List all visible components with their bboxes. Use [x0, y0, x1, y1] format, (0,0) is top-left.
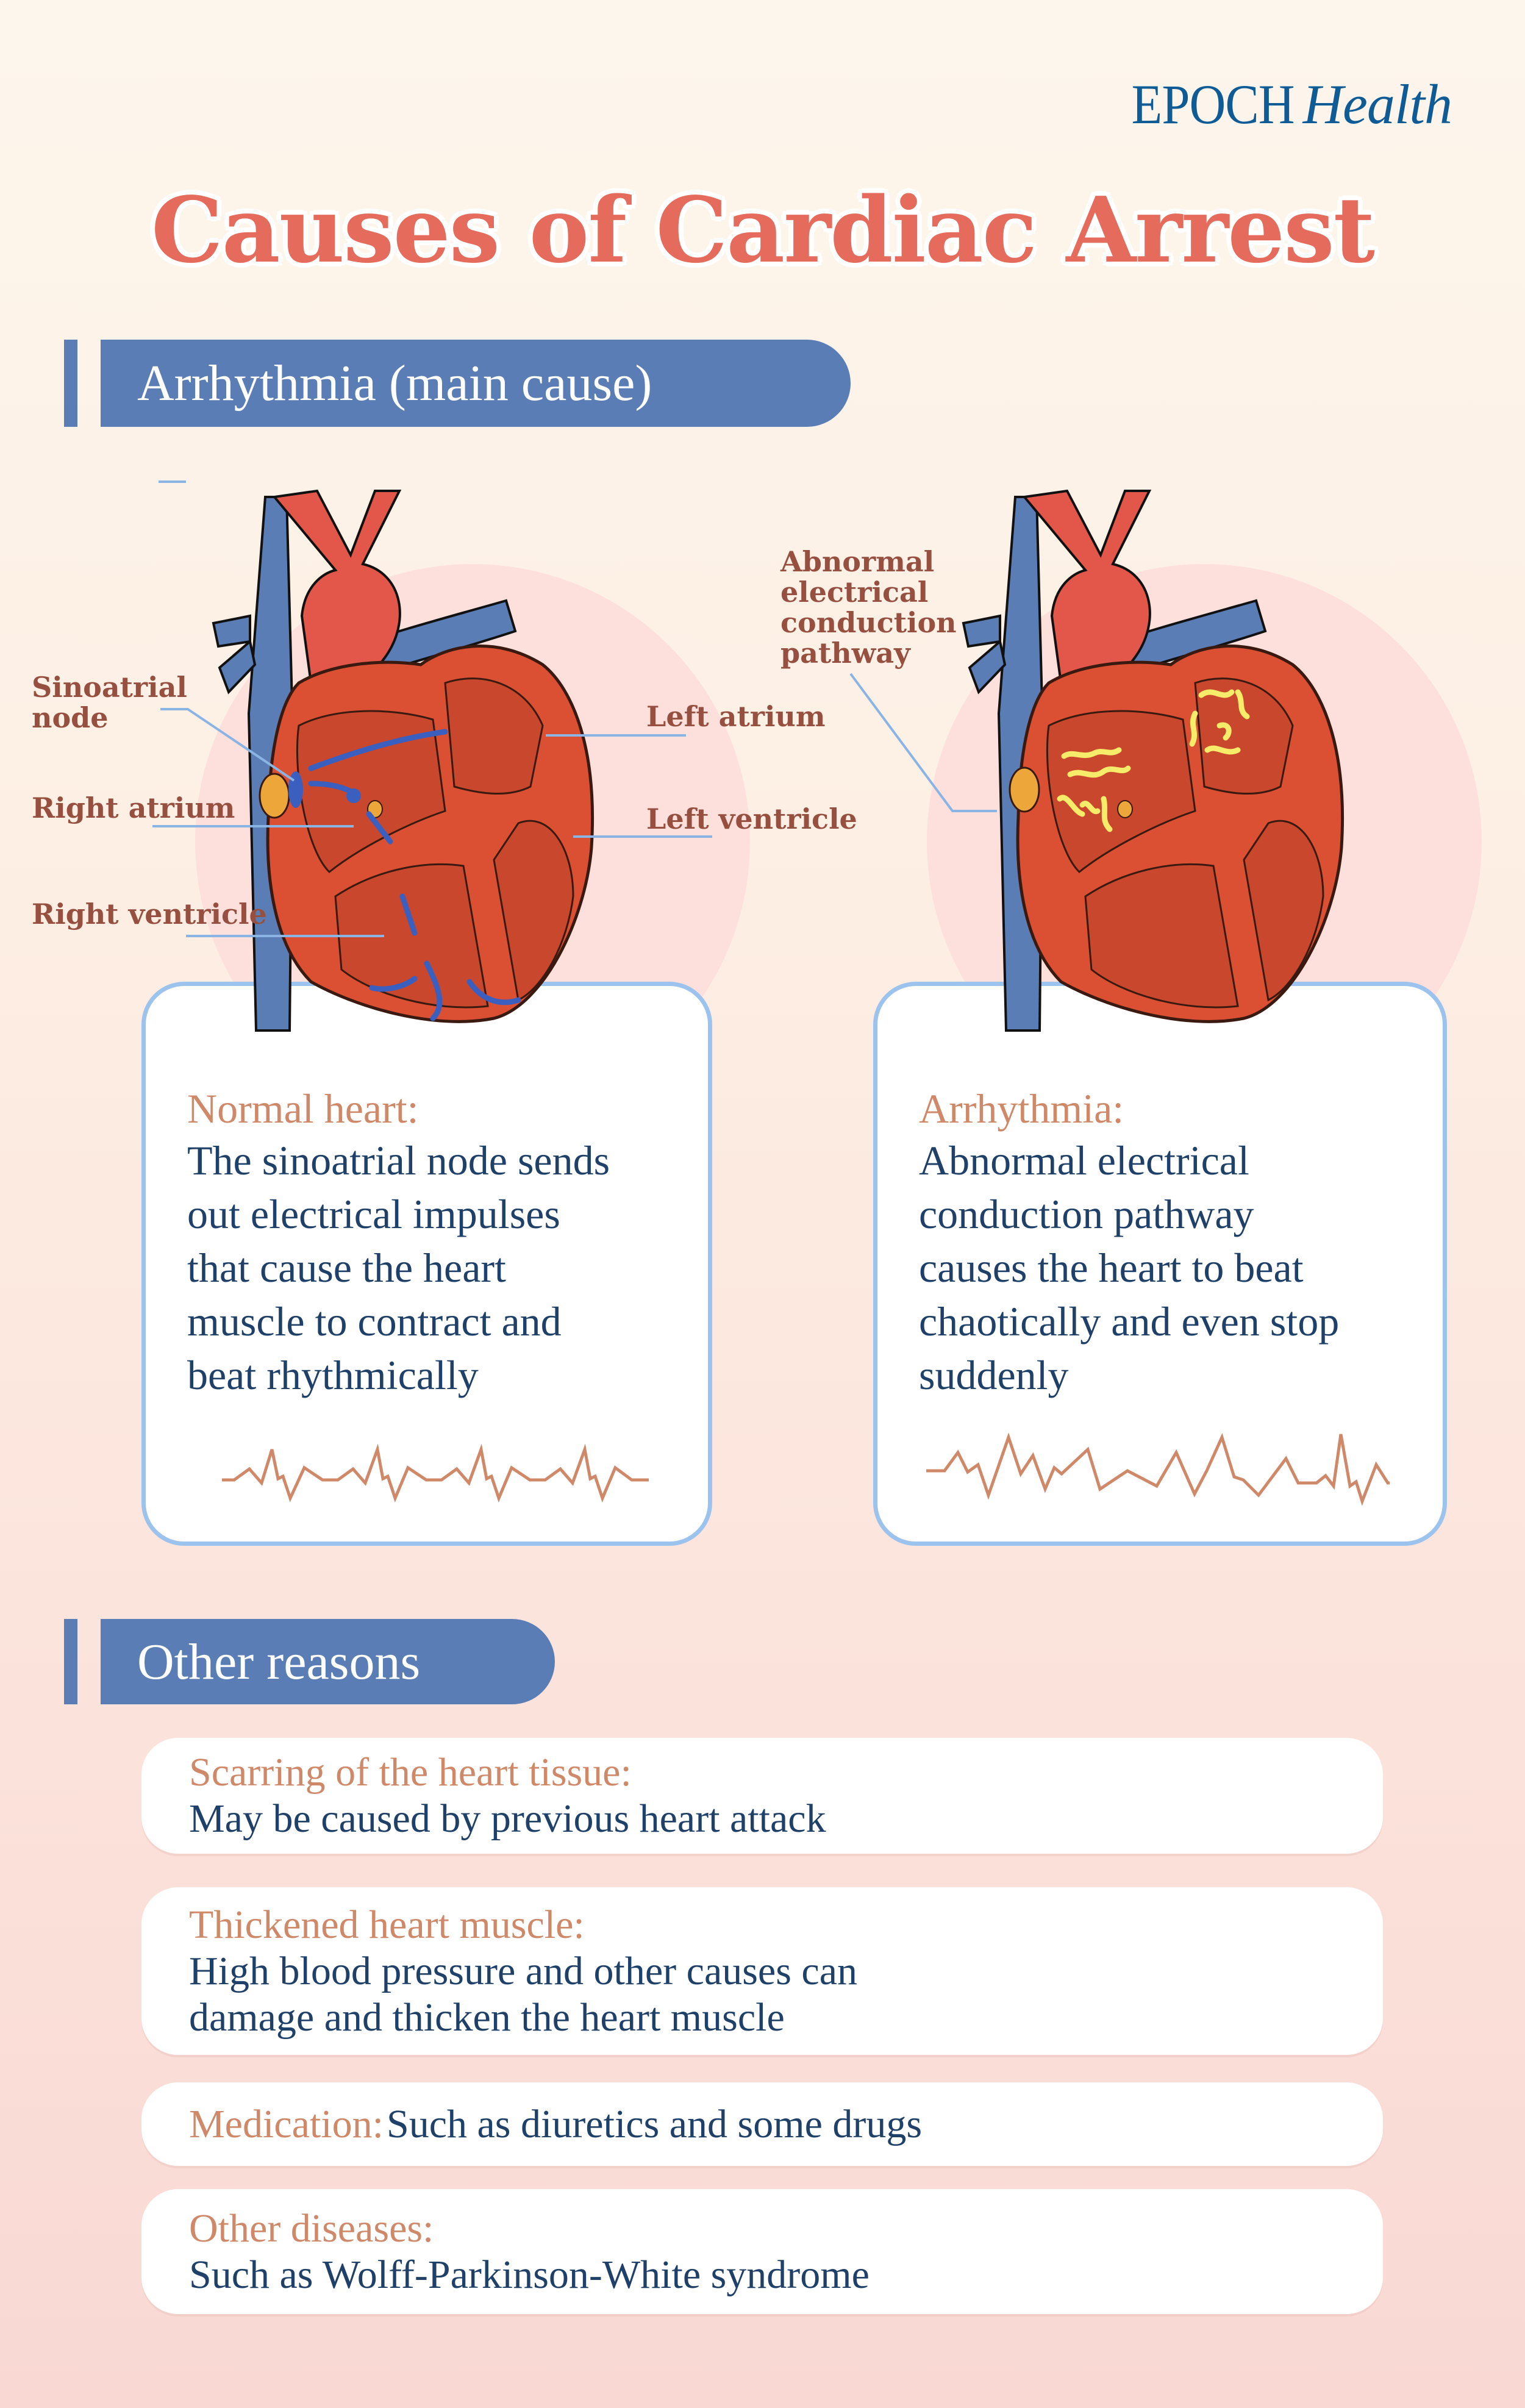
label-right-ventricle: Right ventricle [32, 898, 267, 931]
card-body-line: beat rhythmically [187, 1352, 479, 1398]
label-abnormal-pathway: Abnormal electrical conduction pathway [780, 546, 957, 668]
reason-card-scarring: Scarring of the heart tissue: May be cau… [141, 1738, 1383, 1854]
reason-body-line: damage and thicken the heart muscle [189, 1995, 785, 2040]
card-body-line: causes the heart to beat [919, 1245, 1304, 1291]
card-body-line: conduction pathway [919, 1191, 1254, 1237]
label-line: pathway [780, 637, 910, 670]
card-heading: Arrhythmia: [919, 1085, 1124, 1132]
section-title: Other reasons [137, 1633, 421, 1690]
brand-sub: Health [1302, 73, 1452, 135]
section-marker [64, 1619, 77, 1704]
ecg-regular-icon [222, 1443, 649, 1503]
reason-body-line: High blood pressure and other causes can [189, 1948, 857, 1993]
reason-card-medication: Medication: Such as diuretics and some d… [141, 2082, 1383, 2166]
conduction-arrows-icon [308, 729, 521, 1021]
label-line: electrical [780, 576, 929, 609]
reason-heading: Scarring of the heart tissue: [189, 1750, 632, 1795]
brand-name: EPOCH [1131, 73, 1295, 135]
reason-card-other-diseases: Other diseases: Such as Wolff-Parkinson-… [141, 2189, 1383, 2314]
label-left-ventricle: Left ventricle [646, 802, 857, 835]
label-right-atrium: Right atrium [32, 791, 235, 824]
label-left-atrium: Left atrium [646, 700, 826, 733]
section-header-other: Other reasons [101, 1619, 555, 1704]
reason-body: Such as Wolff-Parkinson-White syndrome [189, 2252, 870, 2297]
arrhythmia-heart-illustration [962, 489, 1345, 1032]
card-body: Abnormal electrical conduction pathway c… [919, 1134, 1339, 1402]
sinoatrial-node-icon [1009, 766, 1040, 813]
card-body-line: The sinoatrial node sends [187, 1137, 610, 1184]
section-marker [64, 340, 77, 427]
normal-heart-illustration [159, 481, 595, 1032]
label-line: Abnormal [780, 545, 935, 578]
card-body-line: Abnormal electrical [919, 1137, 1249, 1184]
chaotic-impulses-icon [1057, 689, 1250, 832]
reason-heading: Medication: [189, 2101, 384, 2146]
page-title: Causes of Cardiac Arrest [151, 177, 1375, 283]
card-heading: Normal heart: [187, 1085, 419, 1132]
card-body-line: that cause the heart [187, 1245, 506, 1291]
ecg-irregular-icon [926, 1432, 1390, 1506]
arrhythmia-card: Arrhythmia: Abnormal electrical conducti… [873, 982, 1447, 1546]
reason-body: May be caused by previous heart attack [189, 1796, 826, 1841]
section-header-arrhythmia: Arrhythmia (main cause) [101, 340, 851, 427]
reason-heading: Other diseases: [189, 2206, 434, 2251]
card-body: The sinoatrial node sends out electrical… [187, 1134, 610, 1402]
label-line: node [32, 701, 109, 734]
card-body-line: chaotically and even stop [919, 1298, 1340, 1345]
label-sinoatrial-node: Sinoatrial node [32, 672, 187, 733]
normal-heart-card: Normal heart: The sinoatrial node sends … [141, 982, 712, 1546]
label-line: conduction [780, 606, 957, 639]
reason-card-thickened: Thickened heart muscle: High blood press… [141, 1887, 1383, 2055]
reason-heading: Thickened heart muscle: [189, 1902, 585, 1947]
card-body-line: suddenly [919, 1352, 1069, 1398]
card-body-line: muscle to contract and [187, 1298, 562, 1345]
reason-body: Such as diuretics and some drugs [387, 2101, 923, 2146]
section-title: Arrhythmia (main cause) [137, 355, 652, 412]
label-line: Sinoatrial [32, 671, 187, 704]
card-body-line: out electrical impulses [187, 1191, 560, 1237]
